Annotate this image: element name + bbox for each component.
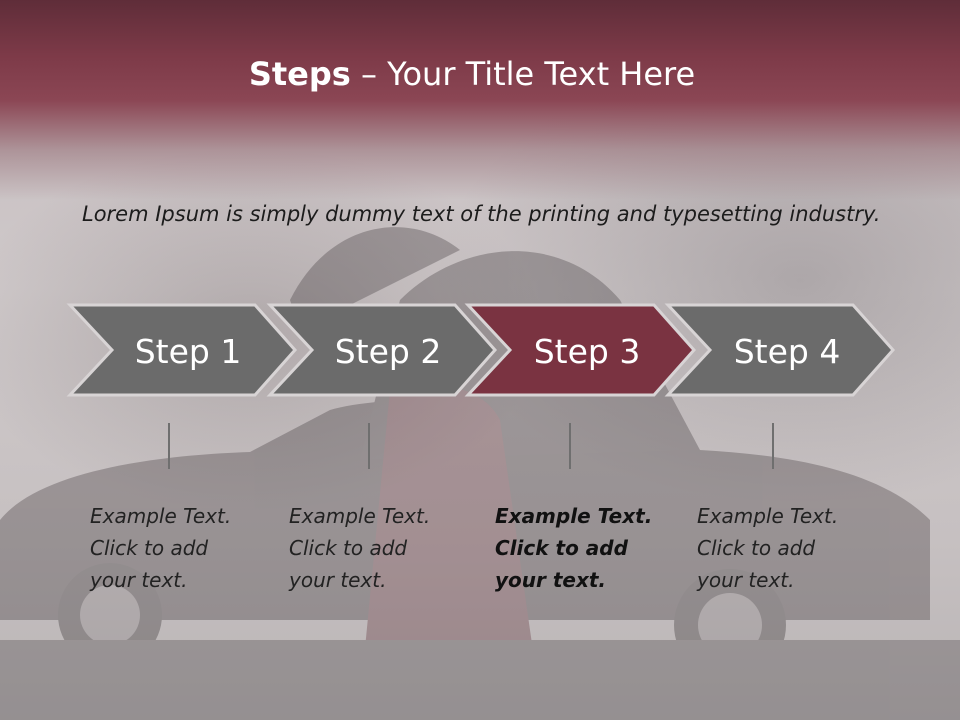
step-4-arrow[interactable]	[664, 303, 896, 397]
step-1-description[interactable]: Example Text. Click to add your text.	[90, 500, 270, 596]
step-4-line-2: Click to add	[697, 536, 816, 560]
step-4-line-1: Example Text.	[697, 504, 839, 528]
step-2-label: Step 2	[334, 332, 442, 371]
intro-text: Lorem Ipsum is simply dummy text of the …	[82, 202, 881, 226]
title-rest: – Your Title Text Here	[350, 55, 696, 93]
step-3-label: Step 3	[533, 332, 641, 371]
step-4-description[interactable]: Example Text. Click to add your text.	[697, 500, 877, 596]
step-2-line-1: Example Text.	[289, 504, 431, 528]
step-4-connector	[772, 423, 774, 469]
step-1-line-2: Click to add	[90, 536, 209, 560]
title-banner	[0, 0, 960, 200]
step-3-connector	[569, 423, 571, 469]
step-2-connector	[368, 423, 370, 469]
step-4-label: Step 4	[733, 332, 841, 371]
step-1-connector	[168, 423, 170, 469]
step-3-line-1: Example Text.	[495, 504, 653, 528]
step-3-description[interactable]: Example Text. Click to add your text.	[495, 500, 675, 596]
step-2-arrow[interactable]	[266, 303, 498, 397]
title-bold: Steps	[248, 55, 351, 93]
step-2-line-3: your text.	[289, 568, 387, 592]
step-4-line-3: your text.	[697, 568, 795, 592]
step-3-line-2: Click to add	[495, 536, 628, 560]
step-2-line-2: Click to add	[289, 536, 408, 560]
step-1-line-3: your text.	[90, 568, 188, 592]
step-1-line-1: Example Text.	[90, 504, 232, 528]
step-3-line-3: your text.	[495, 568, 607, 592]
slide-title: Steps – Your Title Text Here	[0, 52, 944, 96]
step-1-arrow[interactable]	[66, 303, 298, 397]
step-3-arrow[interactable]	[464, 303, 697, 397]
step-2-description[interactable]: Example Text. Click to add your text.	[289, 500, 469, 596]
step-1-label: Step 1	[134, 332, 242, 371]
